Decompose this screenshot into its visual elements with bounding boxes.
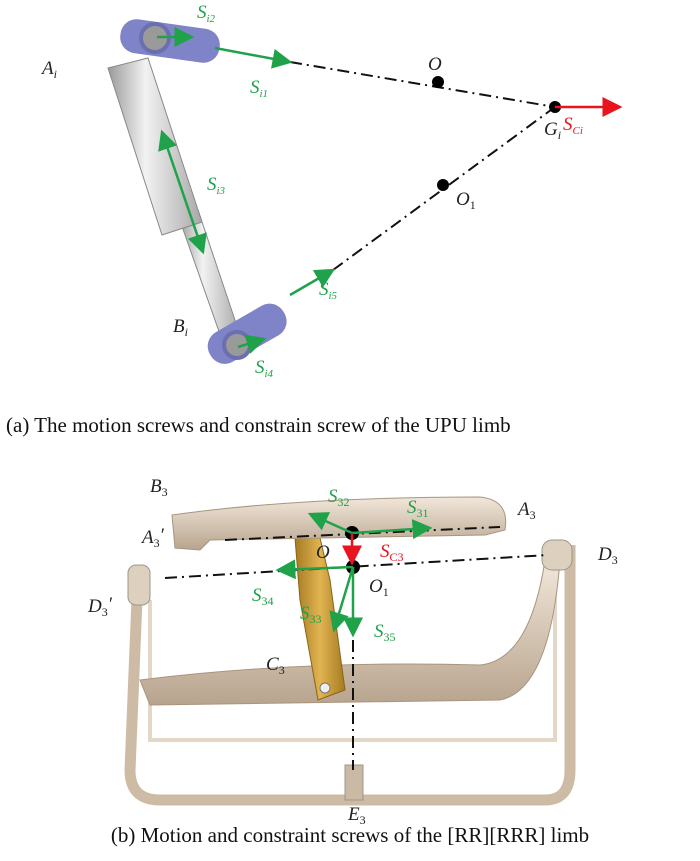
label-sci: SCi [563, 114, 583, 137]
screw-arrow-s33 [329, 566, 355, 633]
cylinder-rod [177, 209, 241, 341]
label-s31: S31 [407, 497, 429, 520]
label-a3-prime: A3′ [140, 525, 165, 550]
screw-arrow-si5 [289, 268, 336, 297]
label-si3: Si3 [207, 174, 226, 197]
label-s34: S34 [252, 585, 274, 608]
label-d3-prime: D3′ [87, 594, 113, 619]
label-si2: Si2 [197, 2, 216, 25]
screw-arrow-si1 [214, 46, 293, 69]
point-o [432, 76, 444, 88]
label-o1: O1 [456, 189, 476, 212]
axis-d3-line [164, 554, 549, 579]
screw-arrow-s32 [307, 512, 353, 535]
label-sc3: SC3 [380, 541, 404, 564]
label-ai: Ai [40, 58, 57, 81]
rr-rrr-limb-model [124, 496, 576, 806]
label-b3: B3 [150, 476, 168, 499]
label-bi: Bi [173, 316, 188, 339]
d3-clevis [541, 539, 573, 571]
label-e3: E3 [347, 804, 366, 827]
axis-line-upper [289, 61, 556, 108]
point-o1 [437, 179, 449, 191]
label-gi: Gi [544, 119, 561, 142]
label-o-b: O [316, 542, 330, 563]
upper-bar [171, 496, 507, 551]
upu-limb-model [107, 19, 287, 364]
lower-curved-bar [139, 559, 561, 706]
label-s33: S33 [300, 603, 322, 626]
label-si4: Si4 [255, 357, 274, 380]
label-s32: S32 [328, 486, 350, 509]
label-a3: A3 [516, 499, 536, 522]
caption-figure-a: (a) The motion screws and constrain scre… [6, 413, 511, 437]
label-c3: C3 [266, 654, 285, 677]
d3-prime-clevis [127, 564, 151, 606]
label-d3: D3 [597, 544, 618, 567]
label-s35: S35 [374, 621, 396, 644]
screw-arrow-s34 [275, 559, 354, 580]
label-o1-b: O1 [369, 576, 389, 599]
caption-figure-b: (b) Motion and constraint screws of the … [110, 823, 590, 847]
screw-arrow-si4 [237, 334, 267, 354]
upper-universal-joint [120, 19, 220, 63]
label-si1: Si1 [250, 77, 268, 100]
screw-arrow-si3 [158, 129, 207, 255]
screw-arrow-s31 [351, 519, 433, 540]
e3-post [344, 764, 364, 801]
label-o: O [428, 54, 442, 75]
label-si5: Si5 [319, 279, 338, 302]
